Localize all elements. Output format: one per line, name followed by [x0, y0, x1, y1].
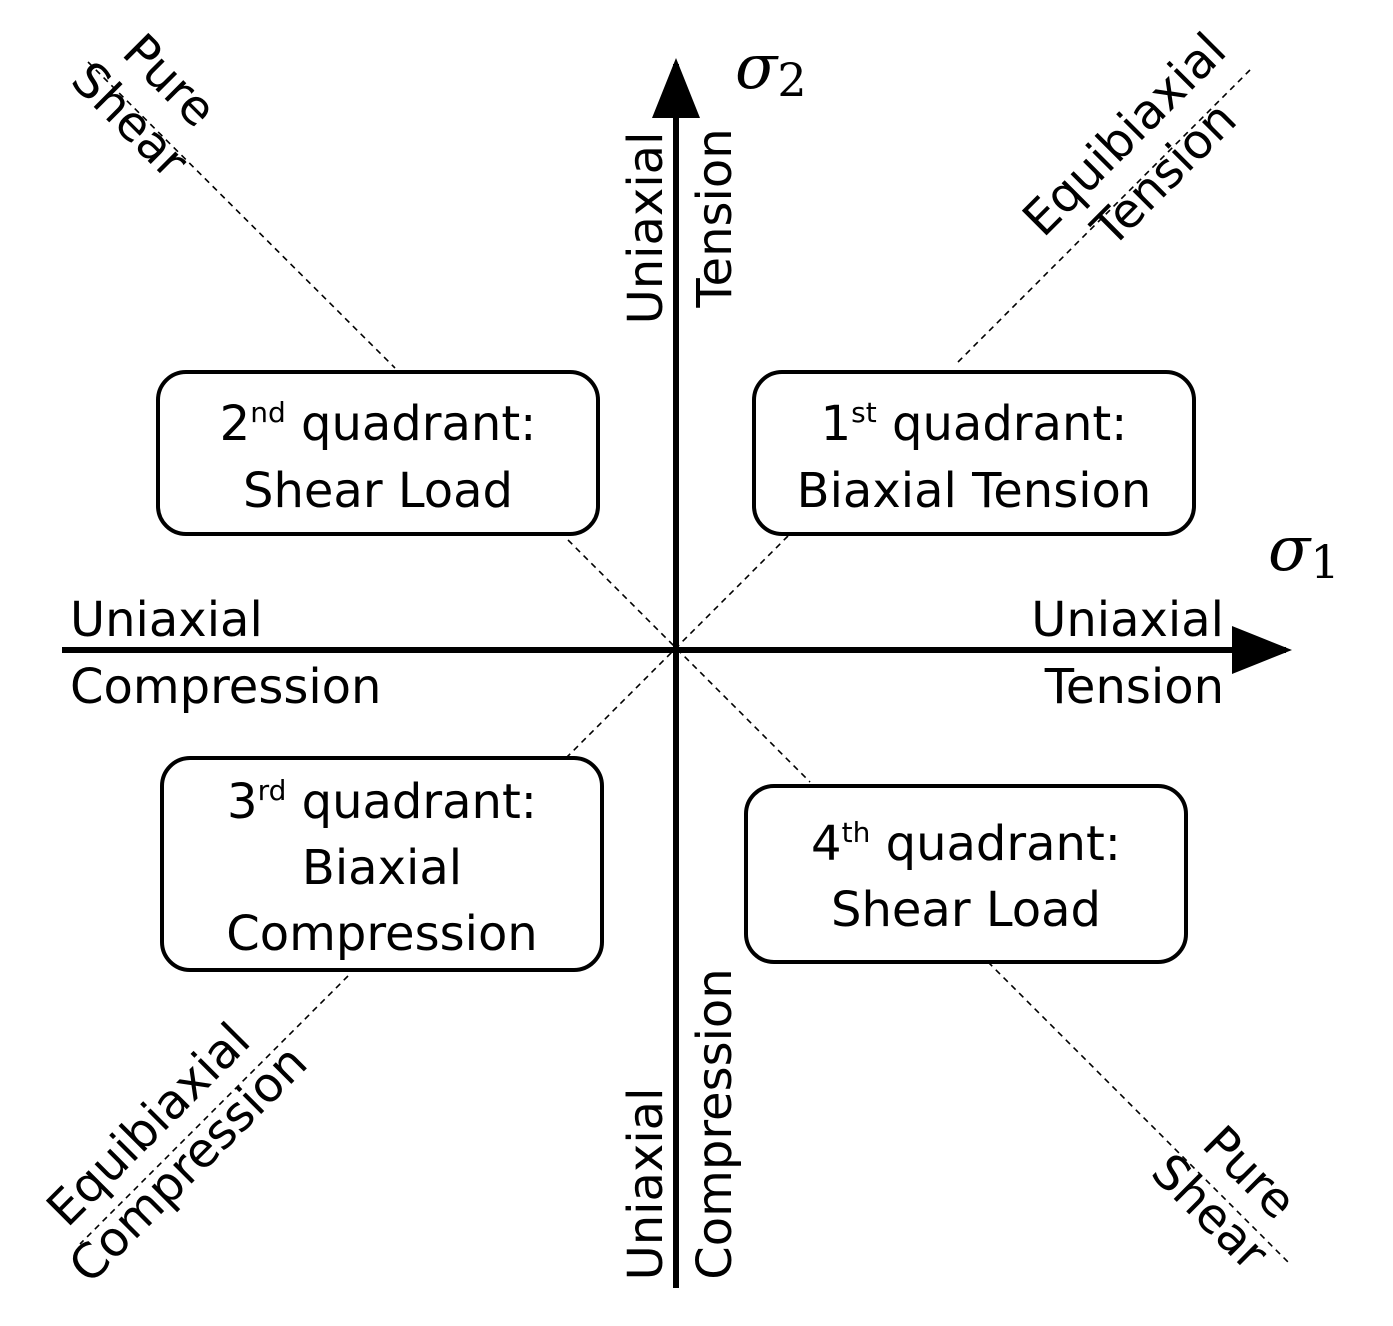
sigma2-label: σ2 — [735, 30, 807, 107]
equibiaxial-tension-label: Equibiaxial Tension — [1012, 22, 1247, 258]
pure-shear-label-bottom: Pure Shear — [1141, 1115, 1307, 1281]
equibiaxial-line-lower — [79, 975, 349, 1245]
quadrant-3-title: 3rd quadrant: — [227, 774, 537, 830]
y-positive-label: Uniaxial — [618, 132, 674, 325]
quadrant-1-desc: Biaxial Tension — [797, 463, 1152, 519]
quadrant-2-box: 2nd quadrant: Shear Load — [156, 370, 600, 536]
y-positive-label-line1: Uniaxial — [618, 132, 674, 325]
y-negative-label-line2: Compression — [687, 968, 743, 1279]
x-negative-label-line1: Uniaxial — [70, 592, 263, 648]
equibiaxial-line-upper — [957, 69, 1251, 363]
x-negative-label-line2: Compression — [70, 659, 381, 715]
y-positive-label-line2: Tension — [687, 128, 743, 308]
quadrant-4-title: 4th quadrant: — [811, 816, 1121, 872]
quadrant-3-box: 3rd quadrant: Biaxial Compression — [160, 756, 604, 972]
quadrant-3-desc-line2: Compression — [226, 906, 537, 962]
y-negative-label-group2: Compression — [687, 968, 743, 1279]
sigma1-label: σ1 — [1268, 512, 1340, 589]
y-positive-label-group2: Tension — [687, 128, 743, 308]
pure-shear-line-middle — [567, 539, 811, 783]
pure-shear-label-top: Pure Shear — [61, 23, 227, 189]
quadrant-1-box: 1st quadrant: Biaxial Tension — [752, 370, 1196, 536]
quadrant-3-desc-line1: Biaxial — [302, 840, 462, 896]
x-positive-label-line1: Uniaxial — [1031, 592, 1224, 648]
equibiaxial-compression-label: Equibiaxial Compression — [36, 1012, 318, 1294]
quadrant-2-desc: Shear Load — [243, 463, 513, 519]
pure-shear-line-lower — [987, 961, 1289, 1263]
quadrant-1-title: 1st quadrant: — [821, 396, 1128, 452]
quadrant-4-box: 4th quadrant: Shear Load — [744, 784, 1188, 964]
y-negative-label-line1: Uniaxial — [618, 1088, 674, 1281]
quadrant-4-desc: Shear Load — [831, 882, 1101, 938]
quadrant-2-title: 2nd quadrant: — [220, 396, 537, 452]
y-negative-label: Uniaxial — [618, 1088, 674, 1281]
x-positive-label-line2: Tension — [1044, 659, 1224, 715]
